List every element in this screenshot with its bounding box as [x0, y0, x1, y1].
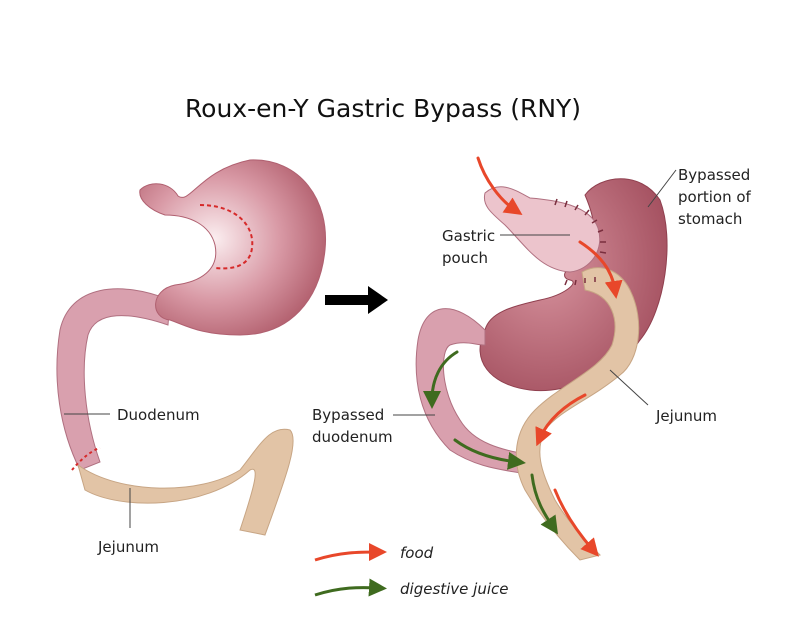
- staple-lines: [554, 198, 607, 286]
- pouch-outline: [199, 204, 254, 270]
- legend-food-label: food: [400, 544, 434, 562]
- label-bypassed-duodenum-2: duodenum: [312, 428, 393, 446]
- juice-arrows: [423, 350, 558, 535]
- label-bypassed-stomach-2: portion of: [678, 188, 752, 206]
- legend-juice-label: digestive juice: [400, 580, 509, 598]
- label-bypassed-duodenum-1: Bypassed: [312, 406, 384, 424]
- transition-arrow-icon: [325, 286, 388, 314]
- normal-anatomy: Duodenum Jejunum: [56, 159, 327, 556]
- label-gastric-pouch-1: Gastric: [442, 227, 495, 245]
- legend-juice-arrow-icon: [314, 578, 387, 597]
- jejunum: [77, 428, 294, 536]
- label-bypassed-stomach-3: stomach: [678, 210, 742, 228]
- label-bypassed-stomach-1: Bypassed: [678, 166, 750, 184]
- label-duodenum: Duodenum: [117, 406, 200, 424]
- label-jejunum-after: Jejunum: [655, 407, 717, 425]
- legend: food digestive juice: [314, 543, 509, 598]
- diagram-title: Roux-en-Y Gastric Bypass (RNY): [185, 94, 581, 123]
- label-jejunum: Jejunum: [97, 538, 159, 556]
- stomach: [139, 159, 327, 336]
- food-arrows: [476, 156, 623, 557]
- label-gastric-pouch-2: pouch: [442, 249, 488, 267]
- legend-food-arrow-icon: [314, 543, 387, 562]
- bypass-anatomy: Gastric pouch Bypassed portion of stomac…: [312, 156, 752, 561]
- duodenum: [56, 288, 171, 471]
- junction-line: [71, 447, 101, 471]
